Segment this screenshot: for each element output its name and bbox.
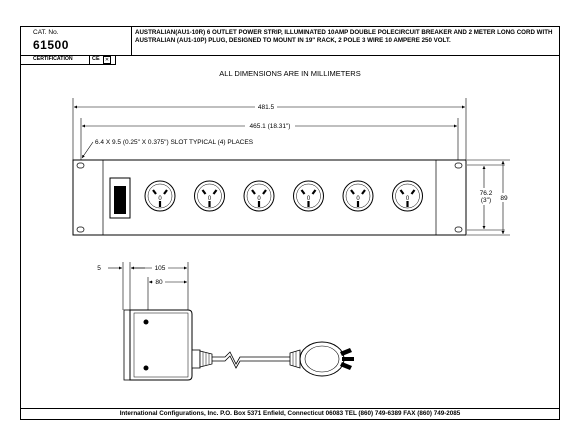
mount-spacing-dimension: 465.1 (18.31")	[80, 118, 459, 160]
mount-slot	[76, 162, 85, 169]
side-depth-label: 105	[155, 265, 166, 272]
outlet-label: 0	[257, 196, 261, 202]
catalog-label: CAT. No.	[33, 29, 59, 36]
title-block: CAT. No. 61500 AUSTRALIAN(AU1-10R) 6 OUT…	[21, 27, 559, 56]
outlets: 0 0 0 0 0 0	[144, 180, 423, 212]
drawing-frame: CAT. No. 61500 AUSTRALIAN(AU1-10R) 6 OUT…	[20, 26, 560, 420]
ce-check-icon: ✕	[103, 56, 111, 64]
outlet: 0	[243, 180, 275, 212]
certification-box: CERTIFICATION	[21, 55, 90, 65]
outlet-label: 0	[406, 196, 410, 202]
mount-height-label: 76.2	[480, 190, 493, 197]
mount-height-inches: (3")	[481, 197, 491, 204]
screw-icon	[143, 365, 149, 371]
outlet-label: 0	[307, 196, 311, 202]
dimensions-notice: ALL DIMENSIONS ARE IN MILLIMETERS	[219, 69, 361, 78]
outlet-label: 0	[356, 196, 360, 202]
company-address: International Configurations, Inc. P.O. …	[119, 410, 461, 417]
au-plug	[299, 341, 345, 377]
catalog-box: CAT. No. 61500	[21, 27, 132, 55]
ce-mark: CE	[92, 56, 100, 62]
mount-spacing-label: 465.1 (18.31")	[250, 123, 291, 130]
slot-note: 6.4 X 9.5 (0.25" X 0.375") SLOT TYPICAL …	[95, 139, 254, 146]
overall-width-dimension: 481.5	[72, 98, 467, 160]
height-dimensions: 76.2 (3") 89	[467, 159, 510, 236]
outlet: 0	[194, 180, 225, 212]
outlet-label: 0	[208, 196, 212, 202]
certification-label: CERTIFICATION	[33, 56, 73, 62]
side-inner-label: 80	[155, 279, 163, 286]
side-view	[123, 309, 354, 381]
outlet: 0	[392, 180, 423, 212]
mount-slot	[76, 226, 85, 233]
overall-width-label: 481.5	[258, 104, 275, 111]
outlet: 0	[293, 180, 324, 212]
catalog-number: 61500	[33, 38, 69, 52]
certification-row: CERTIFICATION CE ✕	[21, 55, 559, 65]
mount-slot	[454, 162, 463, 169]
mount-slot	[454, 226, 463, 233]
screw-icon	[143, 319, 149, 325]
outlet: 0	[144, 180, 176, 212]
product-description: AUSTRALIAN(AU1-10R) 6 OUTLET POWER STRIP…	[135, 29, 553, 44]
footer: International Configurations, Inc. P.O. …	[21, 408, 559, 419]
side-view-dimensions: 105 5 80	[97, 262, 189, 310]
outlet: 0	[342, 180, 374, 212]
slot-callout: 6.4 X 9.5 (0.25" X 0.375") SLOT TYPICAL …	[81, 139, 254, 159]
panel-height-label: 89	[500, 195, 508, 202]
side-offset-label: 5	[97, 265, 101, 272]
outlet-label: 0	[158, 196, 162, 202]
breaker-rocker	[114, 186, 126, 214]
ce-mark-box: CE ✕	[89, 55, 116, 65]
